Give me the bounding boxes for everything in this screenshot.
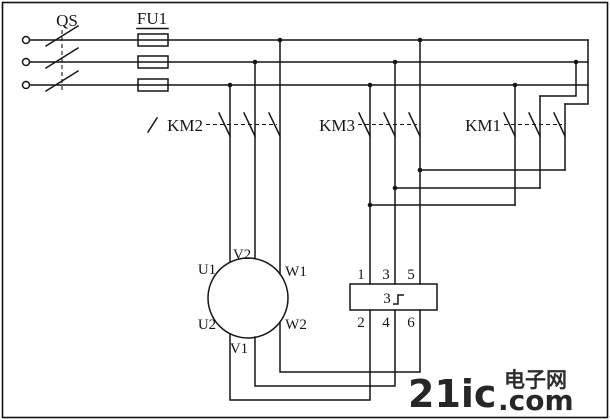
junction-dot [227, 82, 233, 88]
terminal-block-body [349, 283, 438, 311]
motor-circle [207, 257, 289, 339]
watermark-site-name: 电子网 [504, 368, 567, 392]
km2-linkage-tick [146, 116, 159, 134]
junction-dot [252, 59, 258, 65]
watermark-brand: 21ic [408, 372, 496, 416]
km1-contactor: KM1 [465, 39, 589, 206]
fuse-body-l1 [137, 33, 169, 47]
km2-pole3-blade [267, 111, 282, 138]
block-terminal-1: 1 [357, 267, 365, 283]
block-inner-label: 3 [383, 291, 391, 307]
qs-switch: QS [21, 11, 80, 93]
km1-pole1-blade [502, 111, 517, 138]
v1-wire [254, 309, 396, 387]
km3-label: KM3 [319, 116, 355, 135]
motor-terminal-w1: W1 [285, 264, 307, 280]
km1-pole3-feed [564, 39, 589, 105]
motor-terminal-v2: V2 [233, 247, 251, 263]
block-terminal-5: 5 [407, 267, 415, 283]
power-bus-lines [28, 39, 589, 86]
km3-contactor: KM3 [319, 39, 422, 285]
supply-terminal-l3 [21, 80, 31, 90]
motor-to-block-wires [229, 309, 421, 401]
junction-dot [417, 167, 423, 173]
motor-terminal-w2: W2 [285, 317, 307, 333]
km1-pole3-blade [552, 111, 567, 138]
block-terminal-2: 2 [357, 315, 365, 331]
km3-pole1-blade [357, 111, 372, 138]
terminal-block: 1 3 5 2 4 6 3 [349, 267, 438, 331]
km2-pole1-blade [217, 111, 232, 138]
junction-dot [392, 59, 398, 65]
fuse-body-l2 [137, 55, 169, 69]
supply-terminal-l2 [21, 57, 31, 67]
junction-dot [573, 59, 579, 65]
fu1-fuses: FU1 [136, 9, 169, 92]
motor-terminal-u2: U2 [198, 317, 216, 333]
junction-dot [417, 37, 423, 43]
junction-dots [227, 37, 579, 208]
block-terminal-3: 3 [382, 267, 390, 283]
junction-dot [277, 37, 283, 43]
junction-dot [367, 82, 373, 88]
switch-blade-l1 [44, 24, 80, 48]
motor-terminal-u1: U1 [198, 262, 216, 278]
thermal-element-symbol [393, 294, 404, 305]
km1-pole2-feed [539, 61, 577, 97]
w2-wire [279, 309, 421, 373]
motor: U1 V2 W1 U2 V1 W2 [198, 247, 307, 357]
watermark: 21ic 电子网 .com [408, 368, 574, 417]
block-terminal-4: 4 [382, 315, 390, 331]
watermark-domain-suffix: .com [498, 384, 574, 417]
fu1-label: FU1 [137, 9, 167, 28]
u2-wire [229, 309, 371, 401]
motor-terminal-v1: V1 [230, 341, 248, 357]
km2-label: KM2 [167, 116, 203, 135]
qs-label: QS [56, 11, 78, 30]
delta-connection-wires [369, 169, 566, 206]
supply-terminal-l1 [21, 35, 31, 45]
km1-label: KM1 [465, 116, 501, 135]
junction-dot [512, 82, 518, 88]
fuse-body-l3 [137, 78, 169, 92]
km2-contactor: KM2 [146, 39, 282, 275]
block-terminal-6: 6 [407, 315, 415, 331]
junction-dot [367, 202, 373, 208]
junction-dot [392, 185, 398, 191]
